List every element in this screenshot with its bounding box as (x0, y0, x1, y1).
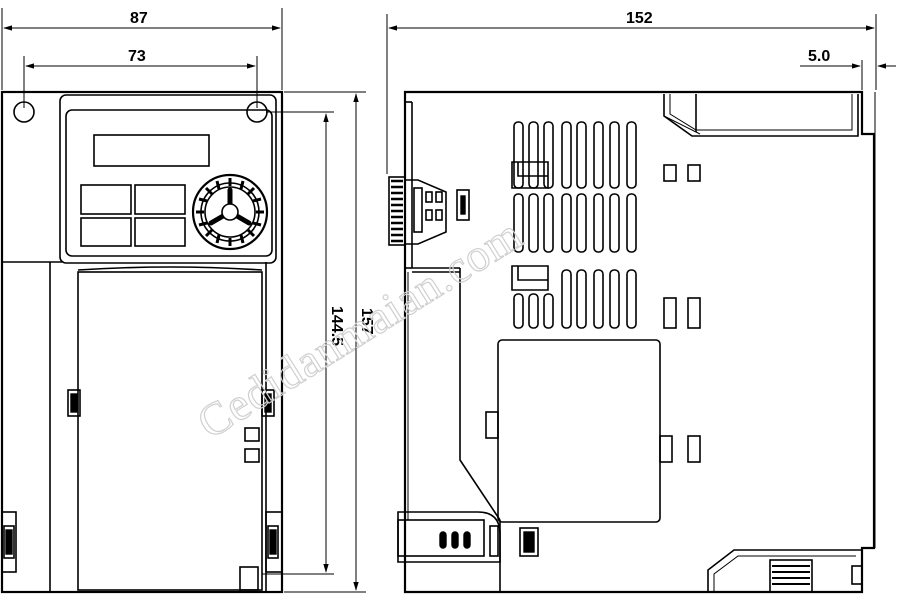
key-2 (134, 184, 186, 215)
lcd-display (93, 134, 210, 167)
keypad-panel (65, 109, 273, 257)
key-1 (80, 184, 132, 215)
cover-latch-right (261, 389, 275, 417)
front-body-outline (0, 90, 284, 594)
cover-latch-left (67, 389, 81, 417)
dimension-depth-152: 152 (386, 10, 877, 174)
keypad-frame (59, 94, 277, 264)
dim-label-87: 87 (130, 10, 148, 27)
side-cover-profile (459, 268, 501, 521)
bottom-foot (707, 549, 863, 593)
dim-label-73: 73 (128, 48, 146, 65)
key-4 (134, 217, 186, 247)
dial-knob (191, 173, 269, 251)
label-area (497, 339, 661, 523)
snap-tab-1 (511, 161, 549, 189)
side-body-outline (403, 90, 876, 594)
snap-tab-2 (511, 265, 549, 291)
front-view (0, 90, 284, 594)
dim-label-152: 152 (626, 10, 653, 27)
status-led-2 (244, 448, 260, 463)
dimension-height-157: 157 (284, 91, 375, 593)
side-view (388, 90, 876, 594)
dim-label-144-5: 144.5 (328, 306, 345, 346)
side-dial-projection (388, 176, 470, 246)
watermark-text: Cedidanmaian.com (188, 208, 531, 449)
top-fin (663, 94, 859, 137)
key-3 (80, 217, 132, 247)
dim-label-5: 5.0 (808, 48, 830, 65)
dim-label-157: 157 (358, 308, 375, 335)
dimension-offset-5: 5.0 (800, 48, 896, 90)
front-cover (77, 271, 263, 591)
bottom-clip-left (1, 511, 17, 573)
vent-grille (513, 121, 637, 329)
status-led-1 (244, 427, 260, 442)
bottom-clip-right (265, 511, 283, 573)
dimension-width-87: 87 (1, 8, 283, 90)
dimension-hole-spacing-73: 73 (23, 48, 258, 108)
terminal-clip (397, 511, 501, 563)
dimension-hole-height-144-5: 144.5 (262, 111, 345, 575)
